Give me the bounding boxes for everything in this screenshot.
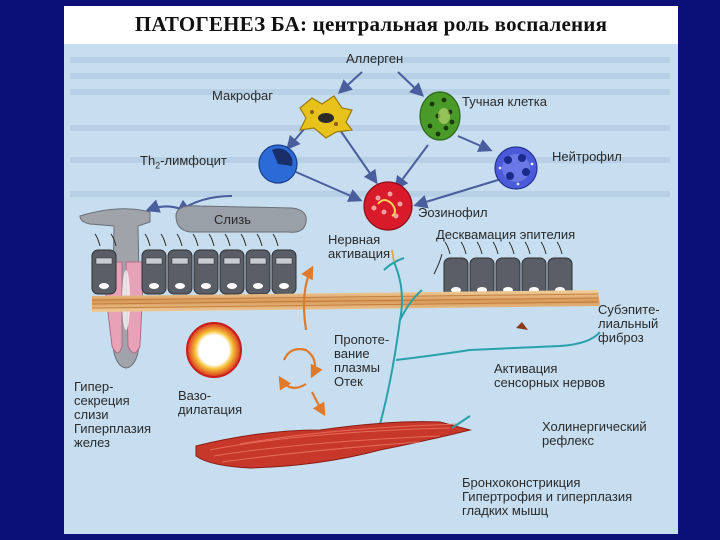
blood-vessel	[186, 322, 242, 378]
label-hypersecretion: Гипер- секреция слизи Гиперплазия желез	[74, 379, 152, 450]
label-plasma-leakage: Пропоте- вание плазмы Отек	[334, 332, 390, 389]
arrow-allergen-mast	[397, 71, 425, 97]
label-vasodilation: Вазо- дилатация	[178, 388, 243, 417]
arrow-th2-eos	[295, 171, 363, 202]
page-title: ПАТОГЕНЕЗ БА: центральная роль воспалени…	[134, 12, 608, 36]
arrow-neutrophil-eos	[413, 179, 499, 209]
mucus-blob	[175, 205, 307, 233]
macrophage-nucleus	[318, 113, 334, 123]
label-nerve-activation: Нервная активация	[328, 232, 391, 261]
label-desquamation: Десквамация эпителия	[436, 227, 576, 242]
label-subepithelial-fibrosis: Субэпите- лиальный фиброз	[598, 302, 660, 345]
title-bar: ПАТОГЕНЕЗ БА: центральная роль воспалени…	[64, 6, 678, 44]
arrow-mast-neutrophil	[457, 135, 493, 152]
label-allergen: Аллерген	[346, 51, 404, 66]
arrow-macrophage-eos	[339, 129, 378, 185]
plasma-leakage-arrows	[278, 265, 326, 417]
cilia-left	[94, 233, 279, 247]
arrow-mast-eos	[394, 144, 429, 191]
epithelium-right	[433, 241, 573, 299]
smooth-muscle	[195, 421, 472, 469]
epithelium-left	[91, 249, 297, 295]
label-sensory-activation: Активация сенсорных нервов	[494, 361, 606, 390]
label-th2-lymphocyte: Th2-лимфоцит	[140, 153, 227, 171]
slide-panel: ПАТОГЕНЕЗ БА: центральная роль воспалени…	[64, 6, 678, 534]
basement-membrane	[91, 290, 600, 330]
pathogenesis-diagram	[70, 57, 670, 469]
label-neutrophil: Нейтрофил	[552, 149, 622, 164]
label-mucus: Слизь	[214, 212, 251, 227]
eosinophil-cell	[363, 181, 413, 231]
label-mast-cell: Тучная клетка	[462, 94, 547, 109]
label-bronchoconstriction: Бронхоконстрикция Гипертрофия и гиперпла…	[462, 475, 633, 518]
label-eosinophil: Эозинофил	[418, 205, 488, 220]
label-macrophage: Макрофаг	[212, 88, 274, 103]
arrow-macrophage-th2	[286, 127, 306, 151]
arrow-allergen-macrophage	[337, 71, 363, 94]
label-cholinergic-reflex: Холинергический рефлекс	[542, 419, 647, 448]
